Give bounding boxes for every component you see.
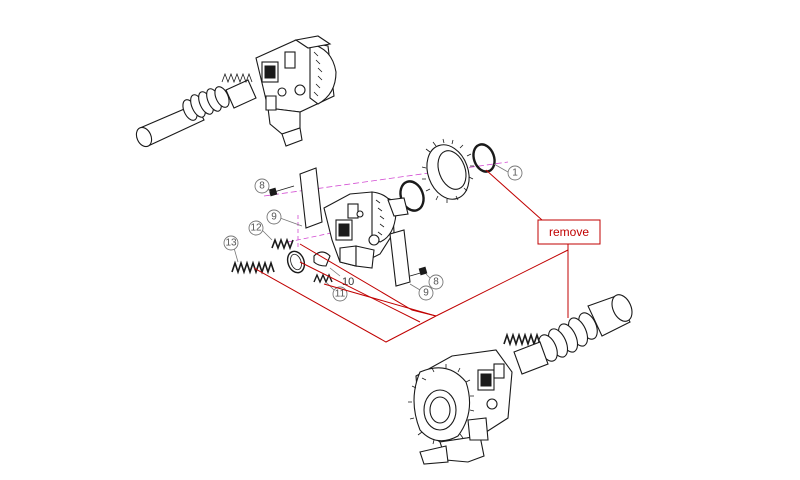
callout-8-lower: 8 xyxy=(425,273,444,290)
body-top xyxy=(255,35,337,147)
callout-9-lower-label: 9 xyxy=(423,288,429,299)
assembly-axis-line-lower xyxy=(287,231,337,243)
barrel-tube-bottom xyxy=(587,294,633,337)
callout-1-label: 1 xyxy=(512,168,518,179)
assembled-hopup-bottom-right xyxy=(408,294,633,465)
remove-callout-box: remove xyxy=(537,219,601,245)
part-9-plate-lower xyxy=(389,229,411,287)
callout-9-lower: 9 xyxy=(409,283,434,301)
callout-12: 12 xyxy=(248,220,273,241)
part-1-o-ring xyxy=(472,143,496,173)
spring-top xyxy=(221,72,253,84)
part-8-screw-upper xyxy=(268,185,295,197)
callout-10: 10 xyxy=(329,267,354,288)
body-bottom xyxy=(408,349,513,465)
part-8-screw-lower xyxy=(409,266,428,277)
part-12-spring xyxy=(271,237,294,251)
cam-piece xyxy=(313,251,331,267)
callout-13-label: 13 xyxy=(225,238,237,249)
callout-9-upper: 9 xyxy=(266,209,303,227)
callout-8-lower-label: 8 xyxy=(433,277,439,288)
callout-11-label: 11 xyxy=(335,289,346,300)
callout-9-upper-label: 9 xyxy=(271,212,277,223)
callout-8-upper-label: 8 xyxy=(259,181,265,192)
hopup-body-center xyxy=(323,191,409,269)
part-11-spring xyxy=(313,273,333,284)
remove-leader-lines xyxy=(253,169,569,343)
part-13-spring xyxy=(231,260,275,275)
callout-13: 13 xyxy=(223,235,239,263)
knurled-lock-ring xyxy=(421,138,474,203)
rubber-ribs-top xyxy=(182,86,230,121)
callout-8-upper: 8 xyxy=(254,178,271,194)
callout-12-label: 12 xyxy=(250,223,262,234)
part-10-ring xyxy=(286,250,306,274)
remove-callout-text: remove xyxy=(549,225,589,239)
callout-1: 1 xyxy=(493,163,523,181)
assembled-hopup-top-left xyxy=(135,35,337,148)
part-9-plate-upper xyxy=(299,167,323,229)
spring-bottom xyxy=(503,332,541,347)
